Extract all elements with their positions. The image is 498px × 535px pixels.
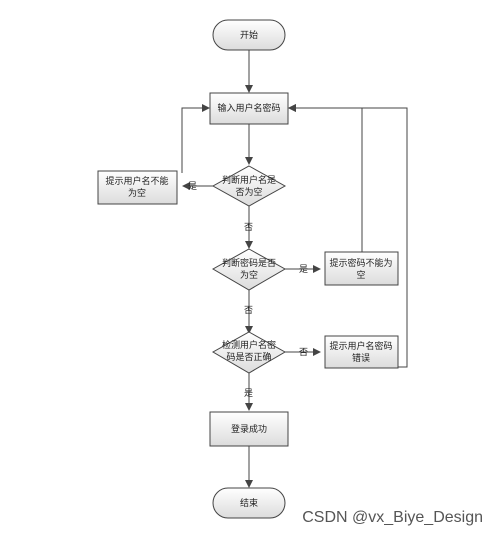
node-prompt-password-label-2: 空 bbox=[356, 269, 365, 281]
node-check-password-label-1: 判断密码是否 bbox=[222, 257, 276, 269]
node-prompt-password-label-1: 提示密码不能为 bbox=[329, 257, 392, 269]
node-start-label: 开始 bbox=[240, 29, 258, 41]
node-prompt-username-shape bbox=[97, 170, 178, 205]
node-prompt-password-shape bbox=[324, 251, 399, 286]
edge-prompt-username-back bbox=[181, 104, 210, 173]
node-check-password-label-2: 为空 bbox=[240, 269, 258, 281]
edge-label-password-yes: 是 bbox=[299, 264, 308, 275]
edge-label-username-yes: 是 bbox=[188, 181, 197, 192]
node-end-shape bbox=[212, 487, 286, 519]
node-input-label: 输入用户名密码 bbox=[217, 102, 280, 114]
edge-label-username-no: 否 bbox=[244, 222, 253, 233]
node-prompt-error-label-1: 提示用户名密码 bbox=[329, 340, 392, 352]
node-start-shape bbox=[212, 19, 286, 51]
edge-label-verify-yes: 是 bbox=[244, 388, 253, 399]
node-input-shape bbox=[209, 92, 289, 125]
node-prompt-error-label-2: 错误 bbox=[352, 352, 370, 364]
node-check-username-label-2: 否为空 bbox=[235, 186, 262, 198]
edge-label-password-no: 否 bbox=[244, 305, 253, 316]
node-end-label: 结束 bbox=[240, 497, 258, 509]
node-login-success-shape bbox=[209, 411, 289, 447]
node-check-username-label-1: 判断用户名是 bbox=[222, 174, 276, 186]
node-login-success-label: 登录成功 bbox=[231, 423, 267, 435]
watermark-text: CSDN @vx_Biye_Design bbox=[302, 509, 483, 526]
node-verify-shape bbox=[211, 331, 287, 374]
node-prompt-username-label-2: 为空 bbox=[128, 187, 146, 199]
node-prompt-username-label-1: 提示用户名不能 bbox=[105, 175, 168, 187]
node-verify-label-1: 检测用户名密 bbox=[222, 339, 276, 351]
node-check-password-shape bbox=[211, 248, 287, 291]
connectors bbox=[181, 50, 408, 488]
edge-label-verify-no: 否 bbox=[299, 347, 308, 358]
node-check-username-shape bbox=[211, 165, 287, 207]
edge-prompt-password-back bbox=[288, 104, 363, 252]
node-verify-label-2: 码是否正确 bbox=[226, 351, 271, 363]
node-prompt-error-shape bbox=[324, 335, 399, 369]
edge-prompt-error-back bbox=[288, 104, 408, 368]
